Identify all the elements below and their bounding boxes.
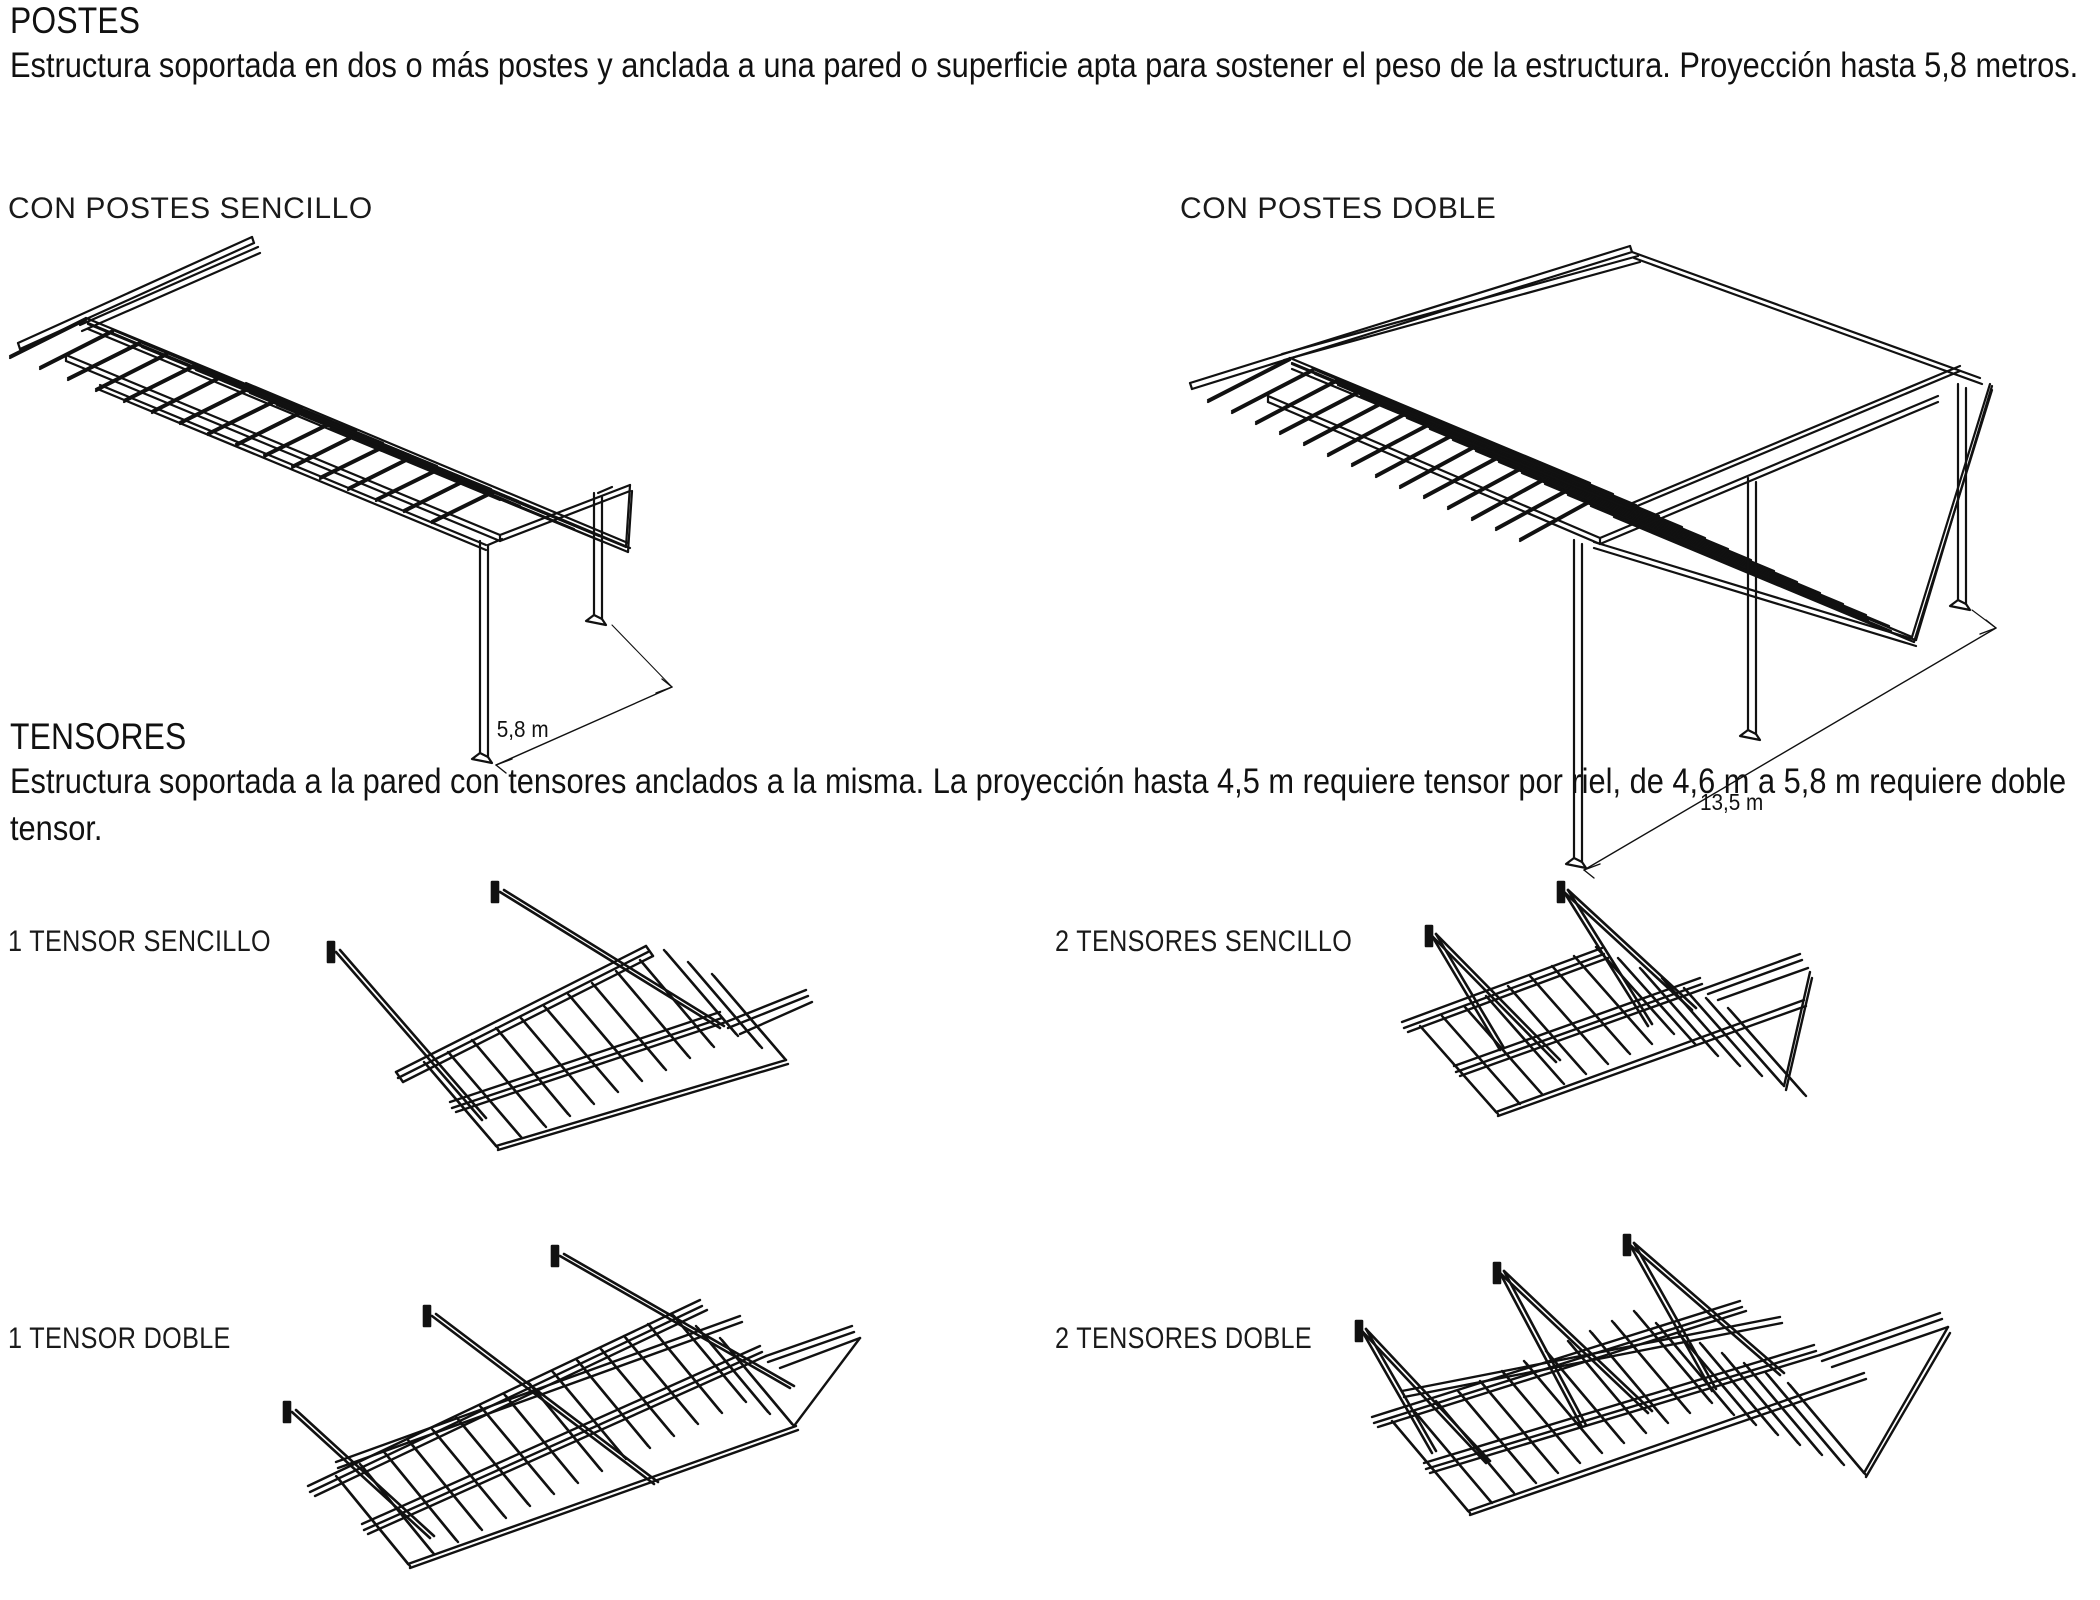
ridge-beam: [1188, 244, 1634, 391]
rafter-tails-group: [8, 316, 493, 525]
figure-con-postes-sencillo: 5,8 m: [0, 225, 680, 774]
wall-rail: [1280, 254, 1642, 362]
tensor-rod-left: [326, 940, 488, 1122]
right-end-frame: [494, 988, 814, 1152]
ridge-beam: [16, 235, 256, 351]
corner-joint-right: [486, 485, 614, 547]
dimension-line-135m: [1583, 609, 1997, 879]
outer-front-rail: [98, 383, 488, 552]
tensor-rods-right: [1556, 880, 1698, 1028]
mid-beam: [86, 322, 502, 502]
post-right: [1948, 382, 1972, 612]
wall-rail: [394, 944, 655, 1084]
tensor-rod-right: [490, 880, 726, 1030]
front-rail: [448, 1010, 728, 1114]
section-paragraph-postes: Estructura soportada en dos o más postes…: [10, 46, 2079, 85]
right-side-beams: [244, 381, 634, 554]
rafters-group: [1390, 1309, 1868, 1515]
post-front-left: [1564, 538, 1588, 870]
figure-1-tensor-sencillo: [300, 850, 860, 1152]
right-end-frame: [1494, 952, 1814, 1118]
tensor-rods-2: [1492, 1261, 1654, 1429]
rafters-top-face: [1288, 356, 1916, 644]
section-title-postes: POSTES: [10, 0, 141, 41]
post-front-right: [584, 491, 608, 627]
tensor-rod-3: [550, 1244, 796, 1390]
figure-con-postes-doble: 13,5 m: [1160, 218, 2100, 879]
tensor-rod-2: [422, 1304, 660, 1486]
figure-2-tensores-sencillo: [1380, 840, 1960, 1150]
post-front-left: [470, 539, 494, 765]
tensor-rods-left: [1424, 924, 1562, 1064]
rafter-tails-group: [1206, 356, 1591, 543]
figure-1-tensor-doble: [240, 1230, 880, 1580]
post-middle: [1738, 476, 1762, 742]
tensor-rods-1: [1354, 1319, 1492, 1465]
dimension-label-58m: 5,8 m: [497, 716, 549, 742]
dimension-line-58m: [495, 624, 673, 774]
figure-label-con-postes-sencillo: CON POSTES SENCILLO: [8, 192, 373, 225]
figure-2-tensores-doble: [1340, 1225, 2000, 1585]
mid-beam: [1290, 362, 1632, 511]
wall-rail: [1400, 946, 1610, 1034]
right-end-frame: [406, 1324, 862, 1570]
figure-label-2-tensores-sencillo: 2 TENSORES SENCILLO: [1055, 925, 1353, 958]
dimension-label-135m: 13,5 m: [1700, 789, 1763, 815]
rafters-group: [422, 948, 788, 1150]
rafters-group: [334, 1312, 796, 1568]
tensor-rod-1: [282, 1400, 436, 1540]
section-title-tensores: TENSORES: [10, 716, 187, 757]
rafters-group: [1418, 945, 1808, 1116]
tensor-rods-3: [1622, 1233, 1786, 1393]
figure-label-con-postes-doble: CON POSTES DOBLE: [1180, 192, 1497, 225]
front-rail: [360, 1344, 768, 1536]
figure-label-2-tensores-doble: 2 TENSORES DOBLE: [1055, 1322, 1313, 1355]
section-paragraph-tensores: Estructura soportada a la pared con tens…: [10, 762, 2067, 848]
front-rail: [1452, 976, 1708, 1078]
right-end-frame: [1466, 1311, 1952, 1517]
figure-label-1-tensor-doble: 1 TENSOR DOBLE: [8, 1322, 231, 1355]
wall-rail: [78, 245, 262, 333]
figure-label-1-tensor-sencillo: 1 TENSOR SENCILLO: [8, 925, 271, 958]
